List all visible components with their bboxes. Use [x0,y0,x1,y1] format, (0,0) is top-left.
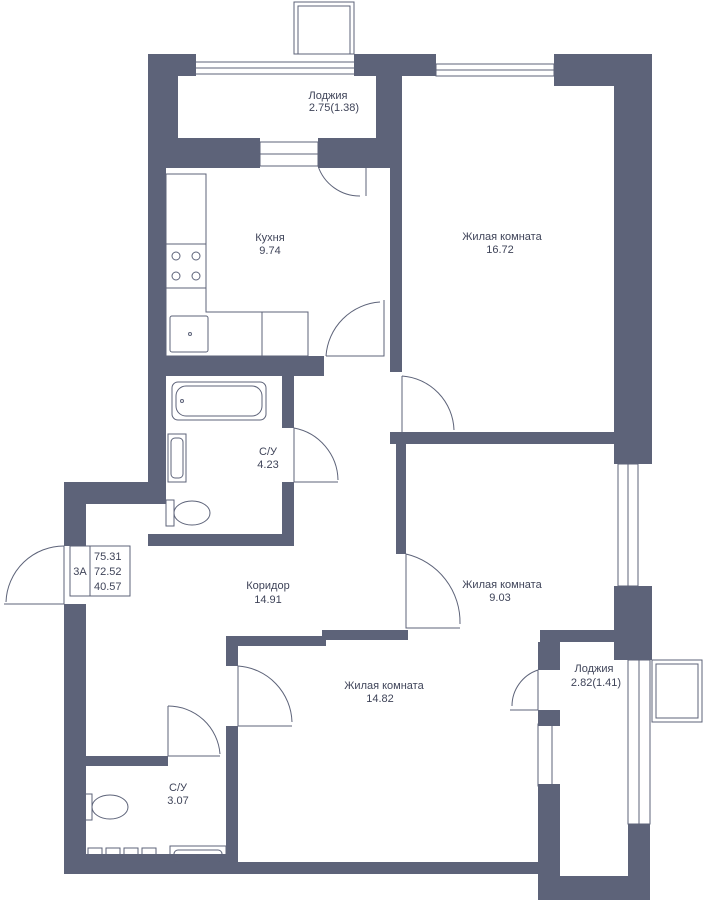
living-bottom-area: 14.82 [366,693,394,705]
corridor-name: Коридор [246,580,289,592]
loggia-right-area: 2.82(1.41) [571,677,621,689]
window-living-bottom [537,723,553,787]
living-middle-area: 9.03 [489,592,510,604]
balconies [293,1,703,723]
apartment-total-area: 75.31 [94,551,122,563]
room-labels: Лоджия 2.75(1.38) Кухня 9.74 Жилая комна… [167,90,621,807]
loggia-top-area: 2.75(1.38) [309,102,359,114]
apartment-living-area: 40.57 [94,581,122,593]
stove [165,243,207,289]
apartment-info: 3А 75.31 72.52 40.57 [69,545,131,597]
apartment-area-without-loggia: 72.52 [94,566,122,578]
bathroom-area: 4.23 [257,459,278,471]
bathtub [171,381,267,421]
living-large-name: Жилая комната [462,231,542,243]
doors [4,165,539,757]
kitchen-sink [169,315,209,353]
walls [64,54,652,900]
loggia-right-name: Лоджия [575,663,614,675]
toilet-sink [169,845,227,867]
kitchen-name: Кухня [255,232,284,244]
kitchen-area: 9.74 [259,245,280,257]
fixtures [83,173,309,867]
living-middle-name: Жилая комната [462,579,542,591]
living-large-area: 16.72 [486,244,514,256]
toilet-area: 3.07 [167,795,188,807]
kitchen-counter [165,173,309,357]
bath-toilet-tank [165,499,175,527]
bathroom-name: С/У [259,446,278,458]
toilet-name: С/У [169,782,188,794]
corridor-area: 14.91 [254,594,282,606]
bath-sink [167,433,187,483]
living-bottom-name: Жилая комната [344,680,424,692]
apartment-type: 3А [73,566,87,578]
loggia-top-name: Лоджия [309,90,348,102]
